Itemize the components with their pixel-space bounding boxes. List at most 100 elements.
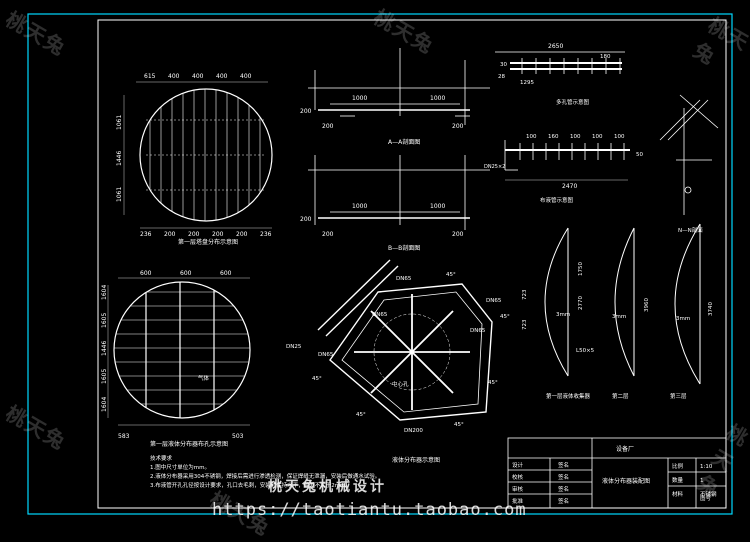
dist-pipe-label: DN65 bbox=[372, 312, 388, 318]
plate-2-left-dim: 1604 bbox=[101, 285, 108, 300]
outer-frame bbox=[27, 13, 733, 515]
dist-pipe-label: DN65 bbox=[486, 298, 502, 304]
title-row-value: 签名 bbox=[558, 473, 569, 481]
note-2: 2.液体分布器采用304不锈钢，焊接后需进行渗透检测，保证焊缝无泄漏，安装后做通… bbox=[150, 472, 380, 480]
section-a-dim: 1000 bbox=[430, 95, 445, 102]
dist-spoke bbox=[370, 310, 413, 353]
arc-dim: 3mm bbox=[556, 312, 570, 318]
side-view bbox=[659, 94, 719, 215]
det-top-dim: 180 bbox=[600, 54, 611, 60]
title-row-value: 签名 bbox=[558, 497, 569, 505]
watermark-url: https://taotiantu.taobao.com bbox=[212, 500, 527, 520]
dist-title: 液体分布器示意图 bbox=[392, 456, 440, 464]
section-a-dim: 1000 bbox=[352, 95, 367, 102]
det-mid-dim: 160 bbox=[548, 134, 559, 140]
section-b-title: B—B剖面图 bbox=[388, 244, 420, 252]
arc-3-title: 第三层 bbox=[670, 392, 687, 400]
title-row-label: 审核 bbox=[512, 485, 524, 493]
title-row-label: 批准 bbox=[512, 497, 524, 505]
det-mid-dim: 100 bbox=[526, 134, 537, 140]
plate-2-bottom-dim: 503 bbox=[232, 433, 244, 440]
dist-angle-label: 45° bbox=[500, 314, 510, 320]
det-top-title: 多孔管示意图 bbox=[556, 98, 590, 106]
title-row-value: 签名 bbox=[558, 461, 569, 469]
det-mid-dim: 100 bbox=[614, 134, 625, 140]
plate-1-bottom-dim: 200 bbox=[236, 231, 248, 238]
det-mid-dim: 100 bbox=[570, 134, 581, 140]
section-a-dim: 200 bbox=[452, 123, 464, 130]
plate-1-left-dim: 1446 bbox=[116, 151, 123, 166]
section-b-dim: 1000 bbox=[352, 203, 367, 210]
arc-2-title: 第二层 bbox=[612, 392, 629, 400]
arc-dim: 3740 bbox=[708, 302, 714, 316]
dist-pipe-label: DN65 bbox=[470, 328, 486, 334]
dist-angle-label: 45° bbox=[312, 376, 322, 382]
arc-dim: 723 bbox=[522, 319, 528, 330]
plate-1-top-dim: 615 bbox=[144, 73, 156, 80]
title-drawing-name: 液体分布器装配图 bbox=[602, 477, 650, 485]
distributor-view bbox=[317, 259, 493, 421]
plate-2-view bbox=[107, 277, 251, 426]
arc-dim: 3mm bbox=[612, 314, 626, 320]
plate-1-bottom-dim: 200 bbox=[212, 231, 224, 238]
det-top-total: 2650 bbox=[548, 43, 563, 50]
center-label: 中心孔 bbox=[392, 380, 409, 388]
title-drawing-no: 图号 bbox=[700, 494, 712, 502]
plate-2-left-dim: 1605 bbox=[101, 369, 108, 384]
dist-pipe-label: DN65 bbox=[318, 352, 334, 358]
tech-notes: 技术要求 1.图中尺寸单位为mm。 2.液体分布器采用304不锈钢，焊接后需进行… bbox=[150, 454, 380, 489]
notes-title: 技术要求 bbox=[150, 454, 173, 462]
title-row-label: 设计 bbox=[512, 461, 524, 469]
section-a-dim: 200 bbox=[322, 123, 334, 130]
dist-pipe-label: DN65 bbox=[396, 276, 412, 282]
arc-dim: 2770 bbox=[578, 296, 584, 310]
title-row-value: 签名 bbox=[558, 485, 569, 493]
arc-views bbox=[544, 223, 701, 385]
dist-pipe-label: DN200 bbox=[404, 428, 423, 434]
note-1: 1.图中尺寸单位为mm。 bbox=[150, 463, 210, 471]
plate-2-left-dim: 1446 bbox=[101, 341, 108, 356]
det-mid-dim: 100 bbox=[592, 134, 603, 140]
dist-spoke bbox=[370, 351, 413, 394]
plate-1-bottom-dim: 200 bbox=[164, 231, 176, 238]
plate-1-top-dim: 400 bbox=[216, 73, 228, 80]
plate-1-bottom-dim: 200 bbox=[188, 231, 200, 238]
det-mid-dim: 50 bbox=[636, 152, 643, 158]
plate-1-bottom-dim: 236 bbox=[260, 231, 272, 238]
perforated-pipe-detail bbox=[495, 51, 625, 74]
section-b-view bbox=[308, 155, 490, 230]
arc-1-title: 第一层液体收集器 bbox=[546, 392, 591, 400]
section-b-dim: 200 bbox=[322, 231, 334, 238]
det-mid-side: DN25×2 bbox=[484, 164, 505, 170]
title-right-label: 材料 bbox=[672, 490, 684, 498]
plate-2-bottom-dim: 583 bbox=[118, 433, 130, 440]
title-right-value: 1:10 bbox=[700, 464, 713, 470]
plate-2-top-dim: 600 bbox=[140, 270, 152, 277]
arc-dim: 3960 bbox=[644, 298, 650, 312]
arc-label: L50×5 bbox=[576, 348, 595, 354]
arc-dim: 1750 bbox=[578, 262, 584, 276]
title-right-label: 比例 bbox=[672, 462, 684, 470]
title-company: 设备厂 bbox=[616, 445, 634, 453]
det-mid-total: 2470 bbox=[562, 183, 577, 190]
plate-1-top-dim: 400 bbox=[192, 73, 204, 80]
plate-2-left-dim: 1604 bbox=[101, 397, 108, 412]
section-b-dim: 1000 bbox=[430, 203, 445, 210]
dist-spoke bbox=[411, 310, 454, 353]
plate-2-left-dim: 1605 bbox=[101, 313, 108, 328]
section-a-title: A—A剖面图 bbox=[388, 138, 420, 146]
distribution-pipe-detail bbox=[504, 140, 630, 181]
section-a-dim: 200 bbox=[300, 108, 312, 115]
inner-frame bbox=[97, 19, 727, 509]
title-right-value: 1 bbox=[700, 478, 704, 484]
title-row-label: 校核 bbox=[512, 473, 524, 481]
plate-1-bottom-dim: 236 bbox=[140, 231, 152, 238]
side-title: N—N剖面 bbox=[678, 226, 703, 234]
plate-2-top-dim: 600 bbox=[220, 270, 232, 277]
title-right-value: 不锈钢 bbox=[700, 490, 717, 498]
det-top-dim: 30 bbox=[500, 62, 507, 68]
plate-1-left-dim: 1061 bbox=[116, 115, 123, 130]
section-b-dim: 200 bbox=[300, 216, 312, 223]
title-right-label: 数量 bbox=[672, 476, 684, 484]
